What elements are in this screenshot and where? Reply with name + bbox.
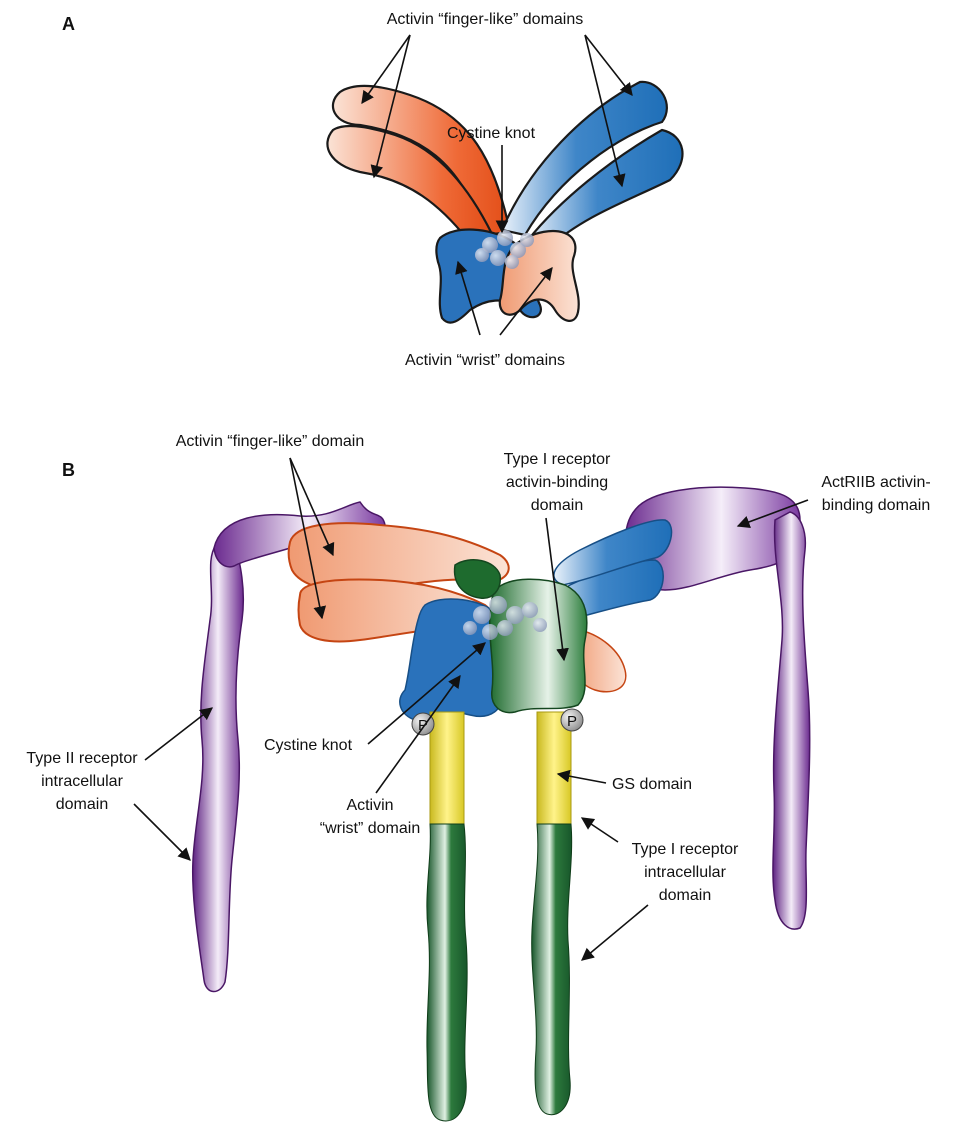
panel-b: B <box>26 433 930 1121</box>
svg-text:Type I receptor: Type I receptor <box>504 451 611 468</box>
type2-receptor-left-intracellular <box>193 545 244 992</box>
svg-text:Activin: Activin <box>346 797 393 814</box>
svg-text:“wrist” domain: “wrist” domain <box>320 820 420 837</box>
svg-text:ActRIIB activin-: ActRIIB activin- <box>821 474 930 491</box>
svg-text:intracellular: intracellular <box>41 773 123 790</box>
svg-text:domain: domain <box>659 887 711 904</box>
panel-b-letter: B <box>62 460 75 480</box>
label-type1-binding: Type I receptor activin-binding domain <box>504 451 611 514</box>
gs-domain-left <box>430 712 464 824</box>
phosphate-right: P <box>561 709 583 731</box>
svg-text:binding domain: binding domain <box>822 497 931 514</box>
type1-receptor-left-extracellular <box>455 560 501 598</box>
phosphate-right-label: P <box>567 713 577 730</box>
panel-a: A Activin “finger-like” domains Cystine … <box>62 11 682 369</box>
label-cystine-knot-a: Cystine knot <box>447 125 536 142</box>
actriib-intracellular-right <box>773 512 810 929</box>
label-type1-intracellular: Type I receptor intracellular domain <box>632 841 739 904</box>
label-actriib: ActRIIB activin- binding domain <box>821 474 930 514</box>
panel-a-letter: A <box>62 14 75 34</box>
type1-receptor-left-intracellular <box>427 824 467 1121</box>
type1-receptor-right-intracellular <box>532 824 572 1115</box>
svg-text:Type I receptor: Type I receptor <box>632 841 739 858</box>
svg-text:activin-binding: activin-binding <box>506 474 608 491</box>
label-finger-domain-b: Activin “finger-like” domain <box>176 433 365 450</box>
svg-text:intracellular: intracellular <box>644 864 726 881</box>
label-wrist-domains-a: Activin “wrist” domains <box>405 352 565 369</box>
svg-text:domain: domain <box>531 497 583 514</box>
svg-text:Type II receptor: Type II receptor <box>26 750 138 767</box>
label-cystine-knot-b: Cystine knot <box>264 737 353 754</box>
svg-text:domain: domain <box>56 796 108 813</box>
label-gs-domain: GS domain <box>612 776 692 793</box>
label-finger-domains-a: Activin “finger-like” domains <box>387 11 584 28</box>
label-wrist-b: Activin “wrist” domain <box>320 797 420 837</box>
label-type2-intracellular: Type II receptor intracellular domain <box>26 750 138 813</box>
